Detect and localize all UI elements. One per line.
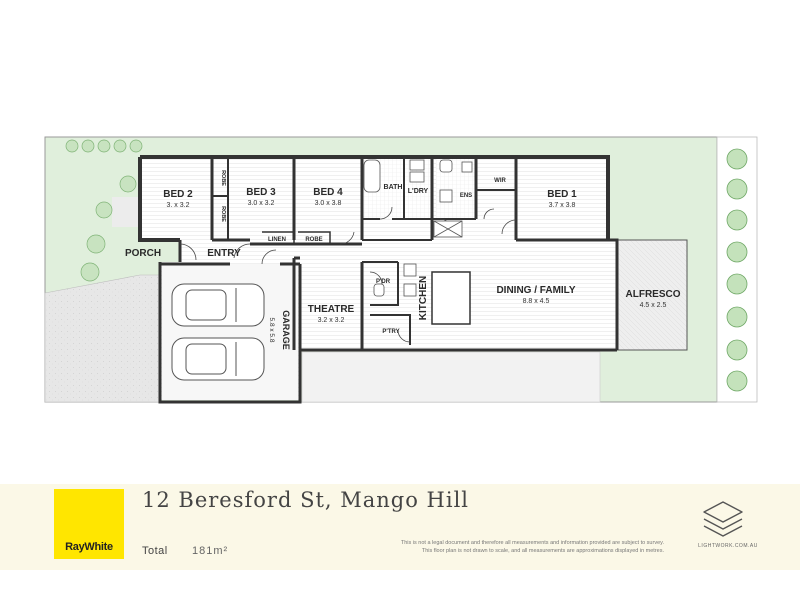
- garage-name: GARAGE: [281, 310, 291, 350]
- car-icon: [171, 283, 265, 381]
- agency-logo-text: RayWhite: [65, 541, 113, 553]
- robe-hall-label: ROBE: [305, 237, 322, 243]
- driveway: [44, 274, 161, 403]
- disclaimer-line-2: This floor plan is not drawn to scale, a…: [421, 547, 664, 554]
- floor-plan: BED 2 3. x 3.2 BED 3 3.0 x 3.2 BED 4 3.0…: [44, 136, 758, 404]
- shrub-icon: [65, 139, 143, 282]
- pantry-label: P'TRY: [382, 329, 399, 335]
- side-strip: [716, 136, 758, 403]
- property-address: 12 Beresford St, Mango Hill: [142, 488, 470, 512]
- garage-size: 5.8 x 5.8: [268, 318, 275, 343]
- entry-label: ENTRY: [207, 248, 241, 259]
- linen-label: LINEN: [268, 237, 286, 243]
- bed2-name: BED 2: [163, 189, 193, 200]
- bed3-name: BED 3: [246, 187, 276, 198]
- total-area-value: 181m²: [192, 545, 229, 557]
- bed3-size: 3.0 x 3.2: [248, 200, 275, 207]
- bath-label: BATH: [384, 184, 403, 191]
- porch-label: PORCH: [125, 248, 161, 259]
- dining-name: DINING / FAMILY: [496, 285, 575, 296]
- disclaimer-line-1: This is not a legal document and therefo…: [400, 540, 664, 546]
- bed2-size: 3. x 3.2: [167, 202, 190, 209]
- total-area-label: Total: [142, 545, 168, 557]
- theatre-size: 3.2 x 3.2: [318, 317, 345, 324]
- powder-label: P'DR: [376, 279, 391, 285]
- wir-label: WIR: [494, 178, 506, 184]
- alfresco-area: [616, 239, 688, 351]
- agency-logo: RayWhite: [54, 489, 124, 559]
- bed4-name: BED 4: [313, 187, 343, 198]
- alfresco-name: ALFRESCO: [626, 289, 681, 300]
- disclaimer: This is not a legal document and therefo…: [356, 540, 664, 555]
- robe-bed3-label: ROBE: [220, 206, 226, 222]
- robe-bed2-label: ROBE: [220, 170, 226, 186]
- fixtures: [363, 159, 473, 297]
- bed1-name: BED 1: [547, 189, 577, 200]
- layers-icon: [703, 501, 743, 537]
- footer-band: [0, 484, 800, 570]
- side-path: [301, 351, 601, 403]
- dining-size: 8.8 x 4.5: [523, 298, 550, 305]
- laundry-label: L'DRY: [408, 188, 429, 195]
- bed1-size: 3.7 x 3.8: [549, 202, 576, 209]
- alfresco-size: 4.5 x 2.5: [640, 302, 667, 309]
- theatre-name: THEATRE: [308, 304, 355, 315]
- bed4-size: 3.0 x 3.8: [315, 200, 342, 207]
- ensuite-label: ENS: [460, 193, 472, 199]
- tree-icon: [726, 148, 748, 392]
- kitchen-label: KITCHEN: [418, 276, 429, 320]
- brand-website: LIGHTWORK.COM.AU: [698, 543, 758, 549]
